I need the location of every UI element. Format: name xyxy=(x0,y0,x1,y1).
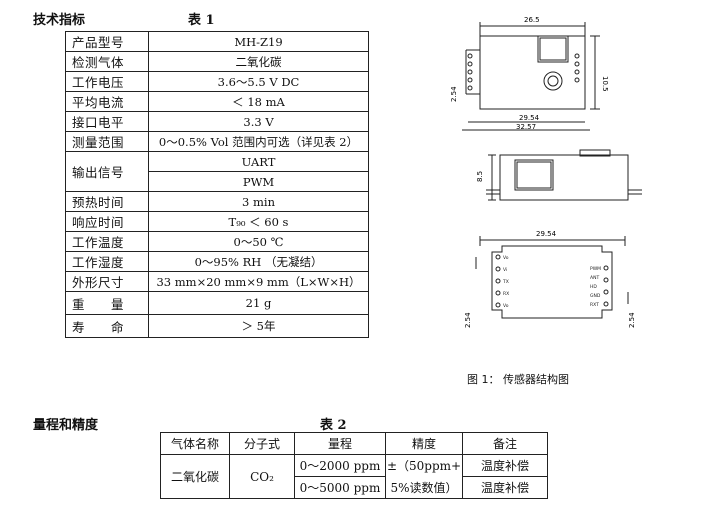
pin-label-right: PWM xyxy=(590,266,601,272)
pin-label-right: GND xyxy=(590,293,601,299)
pin-label-right: HD xyxy=(590,284,597,290)
dim-bottom-left: 2.54 xyxy=(464,312,472,328)
pin-label-left: Vo xyxy=(503,255,509,261)
pin-label-left: Vi xyxy=(503,267,507,273)
figure-caption: 图 1： 传感器结构图 xyxy=(467,373,569,386)
pin-label-left: Vo xyxy=(503,303,509,309)
spec-value: ＜ 18 mA xyxy=(148,91,369,112)
notes-cell: 温度补偿 xyxy=(462,454,548,477)
spec-label: 产品型号 xyxy=(65,31,149,52)
spec-label: 平均电流 xyxy=(65,91,149,112)
spec-value: ＞ 5年 xyxy=(148,314,369,338)
formula-cell: CO₂ xyxy=(229,454,295,499)
dim-bottom-right: 2.54 xyxy=(628,312,636,328)
sensor-structure-diagram: 26.5 10.5 2.54 29.54 32.57 8.5 29.54 2.5… xyxy=(450,16,642,328)
spec-label: 测量范围 xyxy=(65,131,149,152)
top-view xyxy=(462,22,600,131)
pin-label-right: RXT xyxy=(590,302,599,308)
pin-label-right: ANT xyxy=(590,275,599,281)
spec-label: 检测气体 xyxy=(65,51,149,72)
table-row: 二氧化碳 CO₂ 0～2000 ppm ±（50ppm+ 温度补偿 xyxy=(160,454,548,499)
spec-label: 预热时间 xyxy=(65,191,149,212)
header-gas-name: 气体名称 xyxy=(160,432,230,455)
table2-title: 表 2 xyxy=(320,418,347,433)
spec-value: MH-Z19 xyxy=(148,31,369,52)
spec-label: 响应时间 xyxy=(65,211,149,232)
spec-label: 接口电平 xyxy=(65,111,149,132)
spec-value: 21 g xyxy=(148,291,369,315)
spec-value: 0～95% RH （无凝结） xyxy=(148,251,369,272)
spec-label: 输出信号 xyxy=(65,151,149,192)
spec-label: 重 量 xyxy=(65,291,149,315)
spec-value: 3.3 V xyxy=(148,111,369,132)
spec-label: 寿 命 xyxy=(65,314,149,338)
spec-label: 工作湿度 xyxy=(65,251,149,272)
spec-label: 外形尺寸 xyxy=(65,271,149,292)
spec-value: 二氧化碳 xyxy=(148,51,369,72)
pin-label-left: TX xyxy=(502,279,509,285)
spec-value: UART xyxy=(148,151,369,172)
header-formula: 分子式 xyxy=(229,432,295,455)
range-cell: 0～5000 ppm xyxy=(294,476,386,499)
table1-title: 表 1 xyxy=(188,13,215,28)
bottom-view xyxy=(475,236,629,319)
spec-label: 工作温度 xyxy=(65,231,149,252)
spec-value: 3.6～5.5 V DC xyxy=(148,71,369,92)
side-view xyxy=(486,149,642,201)
dim-outer-width: 32.57 xyxy=(516,123,536,131)
range-section-title: 量程和精度 xyxy=(33,418,99,433)
header-range: 量程 xyxy=(294,432,386,455)
header-accuracy: 精度 xyxy=(385,432,463,455)
range-table-header-row: 气体名称 分子式 量程 精度 备注 xyxy=(160,432,548,455)
accuracy-cell-line2: 5%读数值） xyxy=(385,476,463,499)
table-row: 平均电流＜ 18 mA xyxy=(65,91,369,112)
header-notes: 备注 xyxy=(462,432,548,455)
spec-label: 工作电压 xyxy=(65,71,149,92)
notes-cell: 温度补偿 xyxy=(462,476,548,499)
spec-value: 0～50 ℃ xyxy=(148,231,369,252)
dim-side-height: 8.5 xyxy=(476,171,484,182)
dim-inner-width: 29.54 xyxy=(519,114,540,122)
spec-section-title: 技术指标 xyxy=(33,13,86,28)
dim-right-height: 10.5 xyxy=(601,76,609,92)
accuracy-cell-line1: ±（50ppm+ xyxy=(385,454,463,477)
table-row: 检测气体二氧化碳 xyxy=(65,51,369,72)
pin-label-left: RX xyxy=(503,291,509,297)
dim-top-width: 26.5 xyxy=(524,16,540,24)
range-accuracy-table: 气体名称 分子式 量程 精度 备注 二氧化碳 CO₂ 0～2000 ppm ±（… xyxy=(160,432,548,499)
dim-bottom-width: 29.54 xyxy=(536,230,557,238)
table-row: 0～5000 ppm 5%读数值） 温度补偿 xyxy=(161,476,548,499)
dim-left-pin: 2.54 xyxy=(450,86,458,102)
spec-value: 33 mm×20 mm×9 mm（L×W×H） xyxy=(148,271,369,292)
gas-name-cell: 二氧化碳 xyxy=(160,454,230,499)
range-cell: 0～2000 ppm xyxy=(294,454,386,477)
table-row: 寿 命＞ 5年 xyxy=(65,314,369,338)
spec-value: 3 min xyxy=(148,191,369,212)
spec-value: T₉₀ ＜ 60 s xyxy=(148,211,369,232)
spec-value: 0～0.5% Vol 范围内可选（详见表 2） xyxy=(148,131,369,152)
spec-value: PWM xyxy=(148,171,369,192)
